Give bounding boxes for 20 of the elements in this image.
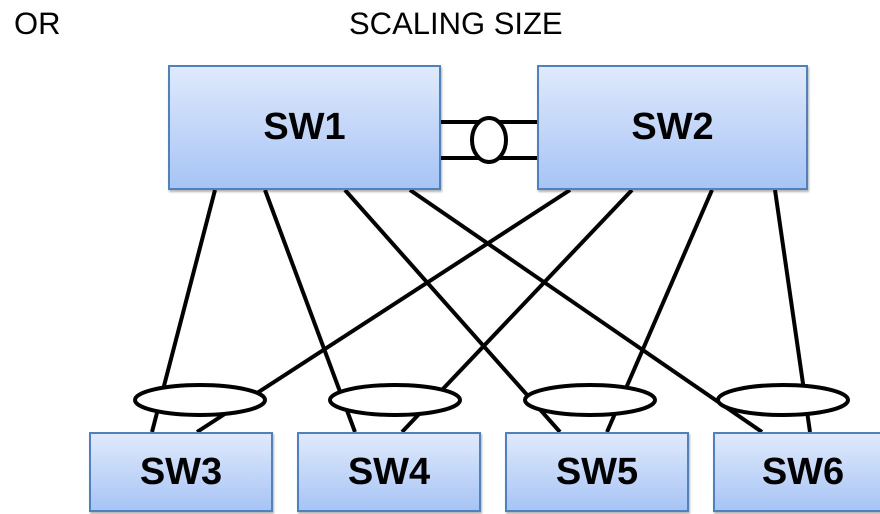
link-line	[605, 189, 714, 433]
link-line	[408, 188, 764, 434]
switch-box	[89, 432, 273, 512]
link-line	[344, 188, 562, 434]
switch-box	[505, 432, 689, 512]
link-line	[400, 188, 634, 434]
switch-box	[297, 432, 481, 512]
switch-box	[713, 432, 880, 512]
switch-label: SW1	[263, 106, 346, 149]
link-line	[263, 189, 357, 433]
switch-label: SW2	[631, 106, 714, 149]
switch-label: SW6	[762, 450, 844, 494]
note-text: OR	[14, 6, 60, 42]
title: SCALING SIZE	[349, 6, 563, 42]
switch-label: SW3	[140, 450, 222, 494]
switch-label: SW4	[348, 450, 430, 494]
switch-label: SW5	[556, 450, 638, 494]
switch-box	[537, 65, 808, 190]
link-line	[196, 188, 572, 434]
switch-box	[168, 65, 441, 190]
